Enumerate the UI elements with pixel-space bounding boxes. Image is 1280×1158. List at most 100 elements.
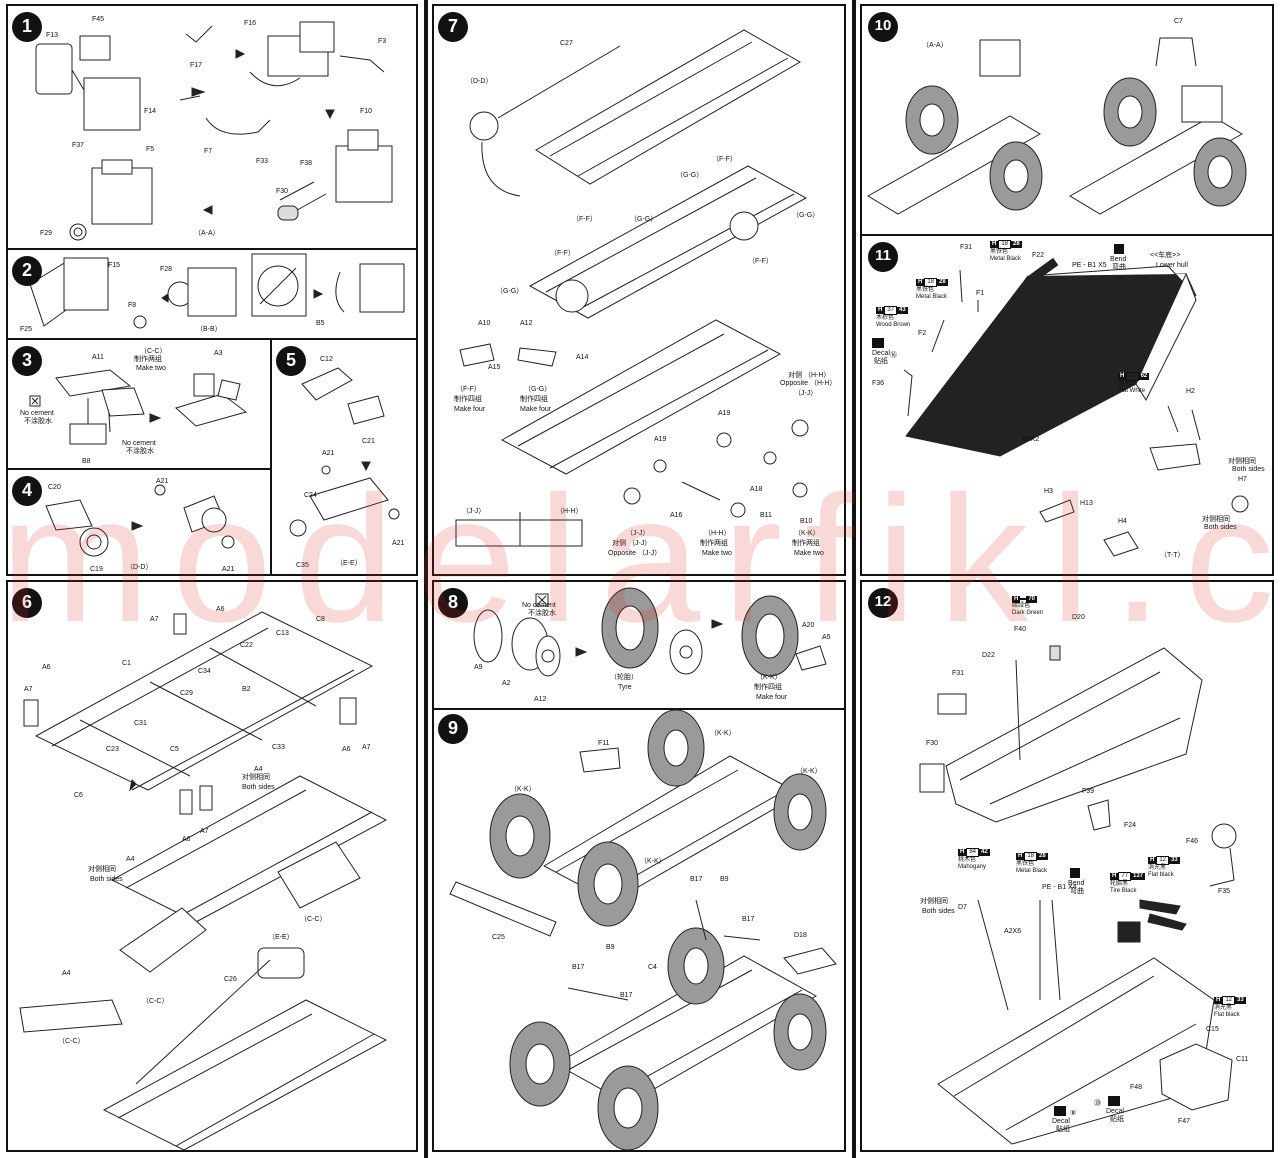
step-4-badge: 4: [12, 476, 42, 506]
part-label: A2: [502, 680, 511, 687]
part-label: F25: [20, 326, 33, 333]
part-label: C11: [1236, 1056, 1249, 1063]
make-count-cn: 制作两组: [134, 356, 162, 363]
part-label: F16: [244, 20, 257, 27]
part-label: F3: [378, 38, 387, 45]
opposite-note: Opposite （J-J）: [608, 550, 662, 557]
part-label: A9: [474, 664, 483, 671]
part-label: A4: [254, 766, 263, 773]
paint-name-cn: 木棕色: [876, 314, 895, 321]
part-label: H13: [1080, 500, 1093, 507]
part-label: C22: [240, 642, 253, 649]
make-count-cn: 制作两组: [700, 540, 728, 547]
step-1-badge: 1: [12, 12, 42, 42]
step-2-number: 2: [21, 260, 32, 280]
decal-note-cn: 贴纸: [1056, 1126, 1070, 1133]
pe-part-label: PE - B1 X4: [1042, 884, 1077, 891]
part-label: F31: [952, 670, 965, 677]
subassembly-label: （G-G）: [676, 172, 704, 179]
step-4-panel: [6, 468, 272, 576]
subassembly-label: （E-E）: [336, 560, 362, 567]
part-label: F22: [1032, 252, 1045, 259]
paint-name: Mahogany: [958, 863, 987, 870]
part-label: A7: [362, 744, 371, 751]
paint-name: Metal Black: [990, 255, 1022, 262]
both-sides-note: Both sides: [90, 876, 123, 883]
part-label: B17: [742, 916, 755, 923]
part-label: B17: [572, 964, 585, 971]
part-label: A11: [92, 354, 104, 361]
paint-name-cn: 暗绿色: [1012, 602, 1031, 609]
paint-code-mr: 28: [1011, 241, 1022, 248]
no-cement-note-cn: 不涂胶水: [528, 610, 556, 617]
part-label: D22: [982, 652, 995, 659]
part-label: C5: [170, 746, 179, 753]
paint-name: Metal Black: [916, 293, 948, 300]
decal-number: ⑳: [1094, 1100, 1101, 1107]
make-count: Make two: [136, 365, 166, 372]
paint-name: Dark Green: [1012, 609, 1044, 616]
part-label: C26: [224, 976, 237, 983]
part-label: C20: [48, 484, 61, 491]
step-11-number: 11: [875, 247, 891, 264]
subassembly-label: （T-T）: [1160, 552, 1185, 559]
paint-code-mr: 42: [979, 849, 990, 856]
part-label: H3: [1044, 488, 1053, 495]
step-7-badge: 7: [438, 12, 468, 42]
step-12-badge: 12: [868, 588, 898, 618]
step-8-badge: 8: [438, 588, 468, 618]
step-5-artwork: [289, 367, 400, 537]
part-label: B11: [760, 512, 772, 519]
both-sides-note: Both sides: [1204, 524, 1237, 531]
part-label: F15: [108, 262, 121, 269]
part-label: B2: [242, 686, 251, 693]
subassembly-label: （C-C）: [300, 916, 327, 923]
part-label: A12: [520, 320, 533, 327]
step-4-artwork: [45, 484, 235, 557]
make-count-cn: 制作两组: [792, 540, 820, 547]
part-label: F35: [1218, 888, 1231, 895]
part-label: C27: [560, 40, 573, 47]
part-label: A21: [222, 566, 235, 573]
part-label: A6: [342, 746, 351, 753]
paint-name-cn: 黑铁色: [990, 248, 1009, 255]
part-label: A18: [750, 486, 763, 493]
part-label: F11: [598, 740, 610, 747]
step-1-number: 1: [21, 16, 32, 36]
page-right-rule: [852, 0, 856, 1158]
paint-name: Tire Black: [1110, 887, 1137, 894]
paint-name-cn: 消光黑: [1214, 1004, 1233, 1011]
paint-code-number: 12: [1156, 856, 1170, 865]
decal-note: Decal: [872, 350, 890, 357]
subassembly-label: （K-K）: [640, 858, 666, 865]
part-label: A6: [182, 836, 191, 843]
paint-name: Flat black: [1214, 1011, 1240, 1018]
part-label: F36: [872, 380, 885, 387]
part-label: B9: [720, 876, 729, 883]
step-7-number: 7: [447, 16, 458, 36]
paint-code-mr: 28: [937, 279, 948, 286]
part-label: A21: [392, 540, 405, 547]
make-count: Make two: [702, 550, 732, 557]
part-label: A4: [62, 970, 71, 977]
part-label: C35: [296, 562, 309, 569]
part-label: A6: [42, 664, 51, 671]
part-label: C29: [180, 690, 193, 697]
part-label: F7: [204, 148, 213, 155]
step-8-artwork: [473, 587, 827, 677]
part-label: F24: [1124, 822, 1137, 829]
paint-code-h: H: [990, 241, 999, 248]
bend-note: Bend: [1068, 880, 1085, 887]
part-label: B10: [800, 518, 813, 525]
part-label: A16: [670, 512, 683, 519]
part-label: D18: [794, 932, 807, 939]
decal-icon: [872, 338, 884, 348]
step-9-number: 9: [447, 718, 458, 738]
subassembly-label: （H-H）: [556, 508, 583, 515]
make-count: Make four: [520, 406, 552, 413]
